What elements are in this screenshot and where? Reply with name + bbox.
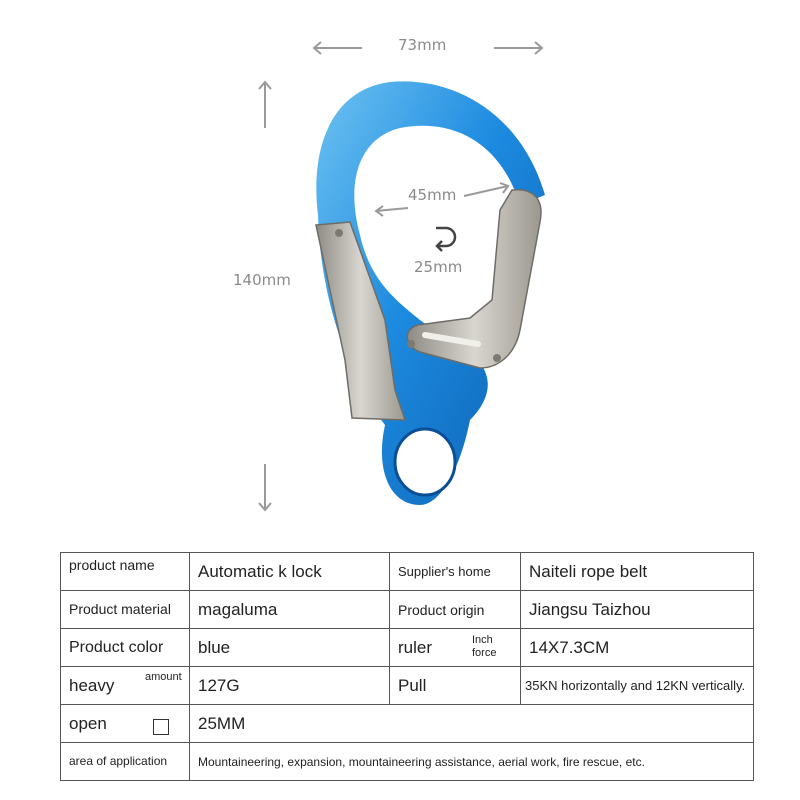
height-dimension-label: 140mm (233, 271, 291, 289)
table-row: area of application Mountaineering, expa… (60, 742, 755, 781)
width-dimension-label: 73mm (398, 36, 447, 54)
open-label: open (69, 713, 107, 733)
ruler-cell: ruler Inch force (389, 628, 521, 667)
origin-value: Jiangsu Taizhou (519, 590, 755, 629)
origin-label: Product origin (389, 590, 521, 629)
inner-width-label: 45mm (408, 186, 457, 204)
height-arrow-down-icon (258, 464, 272, 512)
table-row: open 25MM (60, 704, 755, 743)
gate-opening-label: 25mm (414, 258, 463, 276)
inner-width-arrow-right-icon (463, 182, 510, 197)
spec-table: product name Automatic k lock Supplier's… (60, 552, 755, 781)
product-name-label: product name (60, 552, 190, 591)
material-value: magaluma (189, 590, 390, 629)
pull-value: 35KN horizontally and 12KN vertically. (519, 666, 755, 705)
checkbox-icon (153, 719, 169, 735)
open-value: 25MM (189, 704, 390, 743)
weight-value: 127G (189, 666, 390, 705)
empty-cell (389, 704, 755, 743)
height-arrow-up-icon (258, 80, 272, 128)
weight-label: heavy (69, 675, 115, 695)
product-name-value: Automatic k lock (189, 552, 390, 591)
ruler-label: ruler (398, 637, 433, 657)
supplier-label: Supplier's home (389, 552, 521, 591)
weight-sublabel: amount (145, 671, 182, 683)
table-row: heavy amount 127G Pull 35KN horizontally… (60, 666, 755, 705)
gate-opening-icon (435, 226, 457, 252)
inner-width-arrow-icon (374, 205, 409, 217)
table-row: Product material magaluma Product origin… (60, 590, 755, 629)
application-label: area of application (60, 742, 190, 781)
material-label: Product material (60, 590, 190, 629)
application-value: Mountaineering, expansion, mountaineerin… (188, 742, 755, 781)
ruler-sublabel: Inch force (472, 634, 497, 659)
weight-cell: heavy amount (60, 666, 190, 705)
ruler-value: 14X7.3CM (519, 628, 755, 667)
carabiner-image (315, 81, 545, 506)
open-cell: open (60, 704, 190, 743)
width-arrow-right-icon (494, 41, 544, 55)
color-value: blue (189, 628, 390, 667)
table-row: Product color blue ruler Inch force 14X7… (60, 628, 755, 667)
supplier-value: Naiteli rope belt (519, 552, 755, 591)
table-row: product name Automatic k lock Supplier's… (60, 552, 755, 591)
width-arrow-left-icon (312, 41, 362, 55)
pull-label: Pull (389, 666, 521, 705)
color-label: Product color (60, 628, 190, 667)
